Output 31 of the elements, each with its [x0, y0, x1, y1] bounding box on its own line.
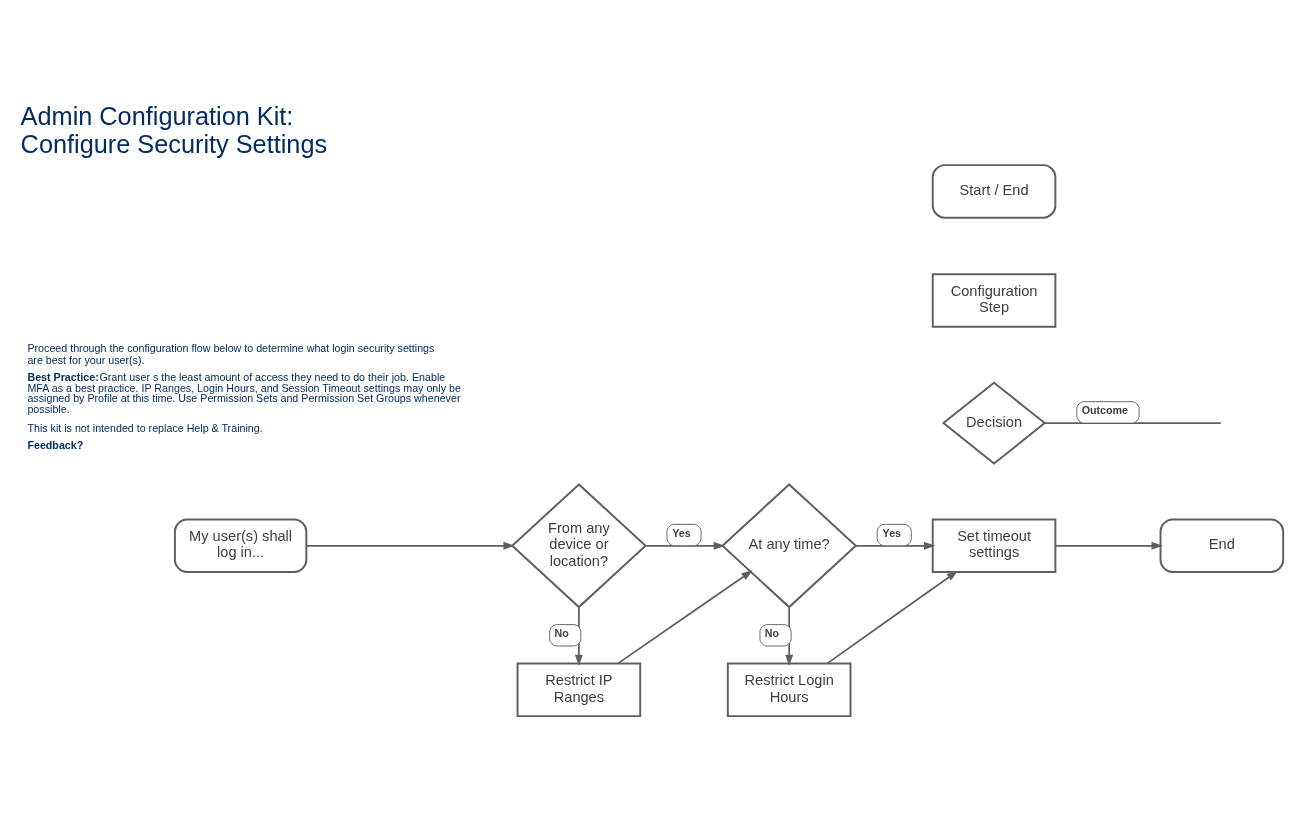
node-box: Restrict Login Hours [726, 662, 852, 718]
node-diamond: At any time? [721, 483, 858, 609]
node-box: Restrict IP Ranges [516, 662, 642, 718]
label: Feedback? [27, 439, 84, 452]
arrow [305, 541, 515, 550]
edge-label: No [554, 627, 569, 640]
node-diamond: Decision [941, 381, 1047, 465]
arrow [855, 541, 936, 550]
node-box: Configuration Step [931, 273, 1057, 328]
arrow [785, 606, 794, 667]
diagram-title: Admin Configuration Kit: Configure Security Settings [20, 102, 328, 159]
edge-label: Yes [882, 526, 902, 539]
label: This kit is not intended to replace Help & Training. [27, 421, 263, 434]
label: Grant user s the least amount of access they need to do their job. Enable [99, 371, 446, 384]
label: possible. [27, 403, 70, 416]
edge-label: Outcome [1081, 404, 1128, 417]
arrow [1054, 541, 1163, 550]
node-box: Start / End [931, 164, 1057, 219]
edge-label: Yes [672, 526, 691, 539]
node-box: End [1159, 518, 1285, 573]
node-box: Set timeout settings [931, 518, 1057, 573]
node-diamond: From any device or location? [510, 483, 647, 609]
connector [1044, 422, 1222, 424]
label: Proceed through the configuration flow below to determine what login security settings are best for your user(s). [27, 341, 435, 366]
label: Best Practice: [27, 371, 99, 384]
arrow [617, 570, 753, 665]
arrow [826, 570, 958, 665]
node-box: My user(s) shall log in... [173, 518, 308, 573]
arrow [574, 606, 583, 667]
arrow [644, 541, 725, 550]
edge-label: No [764, 627, 780, 640]
